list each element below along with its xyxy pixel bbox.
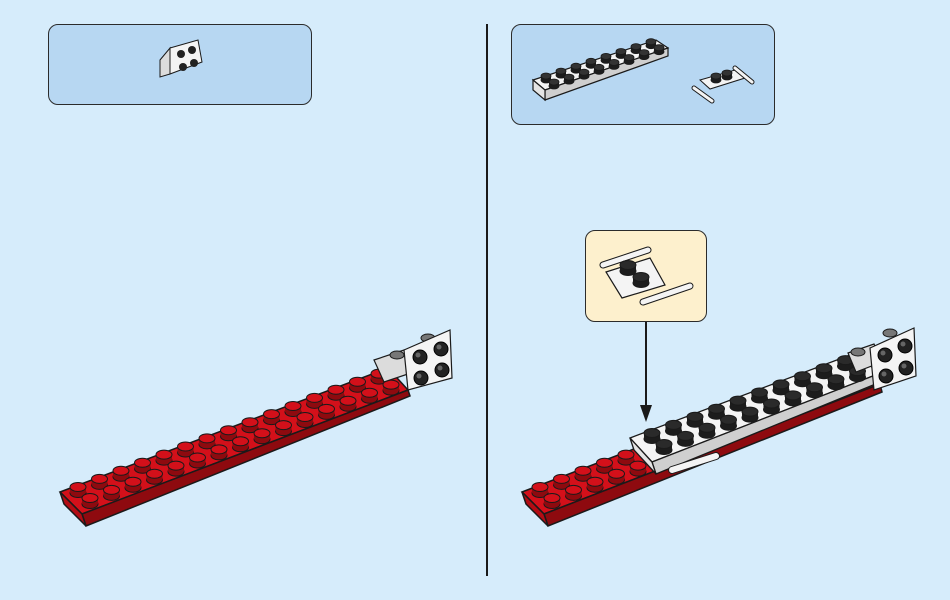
stud [211, 445, 227, 460]
stud [807, 383, 823, 398]
handle-plate-icon [694, 68, 752, 101]
stud [104, 485, 120, 500]
stud [579, 69, 589, 79]
stud [656, 440, 672, 455]
stud [544, 494, 560, 509]
stud [254, 429, 270, 444]
stud [699, 423, 715, 438]
stud [319, 404, 335, 419]
stud [564, 74, 574, 84]
stud [742, 407, 758, 422]
stud [785, 391, 801, 406]
stud [764, 399, 780, 414]
stud [624, 55, 634, 65]
stud [168, 461, 184, 476]
stud [587, 477, 603, 492]
arrow-down-icon [640, 322, 652, 422]
stud [678, 431, 694, 446]
stud [639, 50, 649, 60]
handle-plate-subassembly-icon [603, 250, 690, 302]
plate-2x8-icon [533, 39, 668, 100]
red-plate-model-step-1 [60, 330, 452, 526]
bracket-icon [160, 40, 202, 77]
stud [297, 413, 313, 428]
stud [340, 396, 356, 411]
stud [125, 477, 141, 492]
stud [609, 59, 619, 69]
stud [190, 453, 206, 468]
stud [594, 64, 604, 74]
stud [82, 494, 98, 509]
stud [654, 45, 664, 55]
stud [721, 415, 737, 430]
stud [630, 461, 646, 476]
stud [233, 437, 249, 452]
stud [383, 380, 399, 395]
stud [549, 79, 559, 89]
model-step-2 [522, 328, 916, 526]
stud [147, 469, 163, 484]
stud [566, 485, 582, 500]
stud [362, 388, 378, 403]
stud [609, 469, 625, 484]
stud [276, 421, 292, 436]
stud [828, 375, 844, 390]
